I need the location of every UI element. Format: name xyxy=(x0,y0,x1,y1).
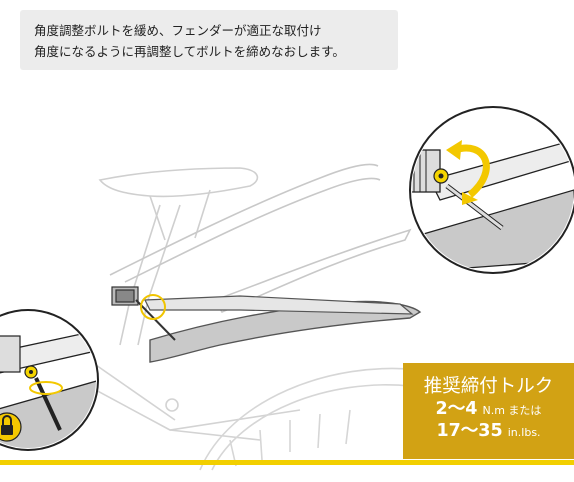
detail-circle-top xyxy=(409,106,574,274)
seat-post xyxy=(119,204,181,346)
bottom-accent-bar xyxy=(0,460,574,465)
fender-ghost xyxy=(109,163,412,314)
torque-inlbs-value: 17〜35 xyxy=(436,421,503,441)
torque-title: 推奨締付トルク xyxy=(423,376,554,397)
lock-icon xyxy=(0,412,22,442)
rear-wheel xyxy=(199,367,421,471)
rotate-arrow-icon xyxy=(453,144,490,198)
detail-circle-bottom xyxy=(0,309,99,451)
torque-nm-unit: N.m または xyxy=(482,404,542,417)
saddle xyxy=(98,167,259,241)
torque-inlbs-unit: in.lbs. xyxy=(507,426,541,439)
highlight-circle-icon xyxy=(140,294,166,320)
instruction-line-2: 角度になるように再調整してボルトを締めなおします。 xyxy=(34,44,345,59)
torque-inlbs-line: 17〜35 in.lbs. xyxy=(403,421,574,443)
torque-nm-value: 2〜4 xyxy=(435,399,478,419)
instruction-line-1: 角度調整ボルトを緩め、フェンダーが適正な取付け xyxy=(34,23,322,38)
clamp-mechanism xyxy=(111,286,176,341)
torque-spec-box: 推奨締付トルク 2〜4 N.m または 17〜35 in.lbs. xyxy=(403,363,574,459)
fender-main xyxy=(144,295,422,363)
instruction-box: 角度調整ボルトを緩め、フェンダーが適正な取付け 角度になるように再調整してボルト… xyxy=(20,10,398,70)
torque-nm-line: 2〜4 N.m または xyxy=(403,399,574,421)
